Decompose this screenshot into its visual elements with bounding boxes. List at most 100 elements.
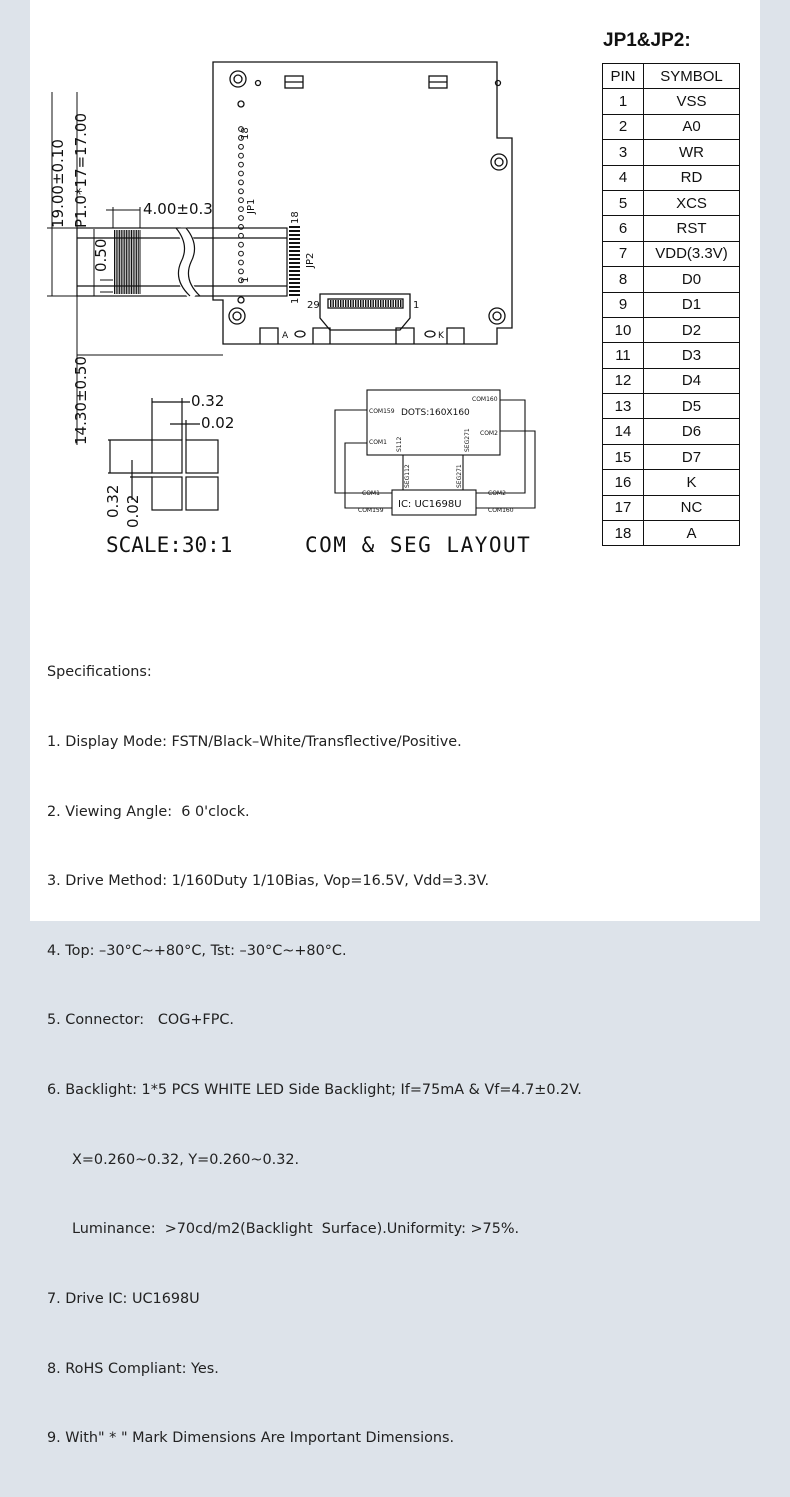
jp2-pin — [289, 286, 300, 288]
fpc-contact — [367, 300, 369, 307]
pin-table-header: PIN SYMBOL — [602, 62, 740, 90]
pin-number: 4 — [602, 164, 644, 191]
pin-number: 9 — [602, 291, 644, 318]
pin-number: 2 — [602, 113, 644, 141]
fpc-finger — [127, 230, 129, 294]
pin-symbol: D5 — [643, 393, 740, 420]
com2-right: COM2 — [480, 430, 498, 437]
pin-number: 13 — [602, 393, 644, 420]
seg271-bottom: SEG271 — [456, 464, 463, 488]
jp2-pin — [289, 226, 300, 228]
jp2-pin — [289, 274, 300, 276]
fpc-contact — [392, 300, 394, 307]
fpc-finger — [137, 230, 139, 294]
jp1-pin — [238, 241, 244, 248]
drawing-sheet: JP1 18 1 JP2 18 1 29 1 A K — [30, 0, 760, 1446]
jp2-pin — [289, 246, 300, 248]
fpc-finger — [125, 230, 127, 294]
fpc-finger — [120, 230, 122, 294]
jp1-pin — [238, 215, 244, 221]
pin-number: 6 — [602, 215, 644, 242]
jp1-pin — [238, 259, 244, 266]
jp1-pin — [238, 152, 244, 159]
fpc-contact — [387, 300, 389, 307]
cathode-label: K — [438, 331, 445, 341]
dim-height-total: 19.00±0.10 — [49, 139, 67, 228]
jp2-pin — [289, 254, 300, 256]
fpc-contact — [355, 300, 357, 307]
fpc-finger — [139, 230, 141, 294]
specs-title: Specifications: — [47, 664, 152, 681]
fpc-contact — [332, 300, 334, 307]
dim-pixel-size-v: 0.32 — [104, 485, 122, 518]
pin-number: 3 — [602, 139, 644, 166]
jp2-pin18: 18 — [290, 211, 301, 224]
fpc-contact — [372, 300, 374, 307]
s112-label: S112 — [396, 437, 403, 452]
pin-number: 14 — [602, 418, 644, 445]
ic-label: IC: UC1698U — [398, 499, 462, 510]
spec-item: 4. Top: –30°C~+80°C, Tst: –30°C~+80°C. — [47, 942, 347, 959]
jp2-pin — [289, 266, 300, 268]
fpc-contact — [357, 300, 359, 307]
dim-fpc-width: 4.00±0.3 — [143, 200, 213, 218]
com160-top: COM160 — [472, 396, 498, 403]
fpc-finger — [132, 230, 134, 294]
com1-bottom: COM1 — [362, 490, 380, 497]
seg271-top: SEG271 — [464, 428, 471, 452]
jp1-pin18: 18 — [240, 127, 251, 140]
pin-number: 17 — [602, 494, 644, 522]
fpc-finger — [131, 230, 132, 294]
anode-label: A — [282, 331, 289, 341]
led-pads — [259, 75, 465, 344]
fpc-contact — [365, 300, 367, 307]
fpc-contact — [362, 300, 364, 307]
pin-symbol: D1 — [643, 291, 740, 318]
fpc-finger — [124, 230, 126, 294]
pin-symbol: D2 — [643, 316, 740, 344]
spec-item: 9. With" * " Mark Dimensions Are Importa… — [47, 1430, 455, 1447]
pin-symbol: RST — [643, 215, 740, 242]
fpc-contact — [380, 300, 382, 307]
pin-number: 18 — [602, 520, 644, 547]
spec-item: 1. Display Mode: FSTN/Black–White/Transf… — [47, 734, 462, 751]
fpc-contact — [370, 300, 372, 307]
jp1-pin — [238, 179, 244, 186]
pin-number: 1 — [602, 88, 644, 115]
pin-symbol: WR — [643, 139, 740, 166]
jp1-pin — [238, 277, 244, 284]
spec-item: 7. Drive IC: UC1698U — [47, 1290, 200, 1307]
pin-number: 5 — [602, 189, 644, 217]
jp2-pin — [289, 258, 300, 260]
fpc-contact — [377, 300, 379, 307]
fpc-contact — [375, 300, 377, 307]
fpc-finger — [115, 230, 117, 294]
pin-symbol: A0 — [643, 113, 740, 141]
pin-symbol: VDD(3.3V) — [643, 240, 740, 268]
fpc-contact — [345, 300, 347, 307]
jp1-pin — [238, 126, 244, 132]
pin-symbol: D0 — [643, 266, 740, 293]
seg112-label: SEG112 — [404, 464, 411, 488]
pin-number: 8 — [602, 266, 644, 293]
pin-symbol: K — [643, 469, 740, 496]
spec-item: 6. Backlight: 1*5 PCS WHITE LED Side Bac… — [47, 1082, 582, 1099]
dots-label: DOTS:160X160 — [401, 408, 470, 418]
com160-bottom: COM160 — [488, 507, 514, 514]
technical-drawing: JP1 18 1 JP2 18 1 29 1 A K — [47, 61, 536, 557]
fpc-contact — [342, 300, 344, 307]
com2-bottom: COM2 — [488, 490, 506, 497]
com-seg-diagram — [334, 389, 536, 516]
jp1-pins — [238, 126, 244, 284]
pin-symbol: D7 — [643, 443, 740, 471]
jp2-pin — [289, 250, 300, 252]
dim-fpc-gap: 0.50 — [92, 239, 110, 272]
fpc-contacts — [330, 300, 402, 307]
